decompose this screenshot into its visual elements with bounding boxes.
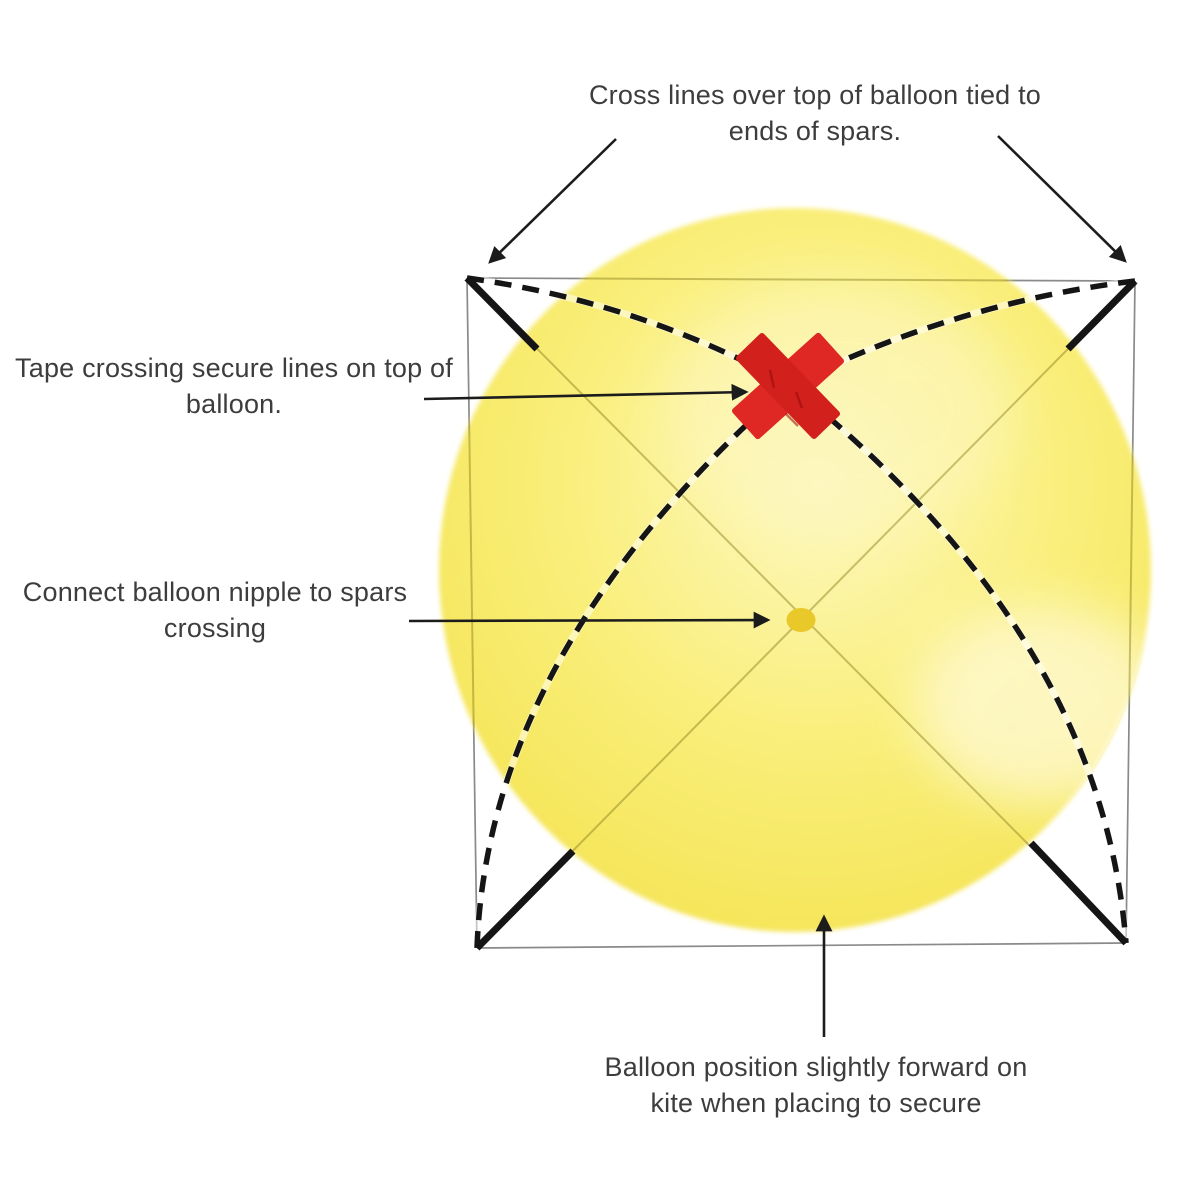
balloon-highlight-right [915, 605, 1151, 805]
caption-tape: Tape crossing secure lines on top of bal… [15, 350, 453, 422]
spar-end-segments [464, 275, 1138, 951]
caption-nipple: Connect balloon nipple to spars crossing [23, 574, 407, 646]
arrow-to-nipple [408, 611, 771, 629]
caption-tape-line2: balloon. [185, 389, 283, 419]
tape-band-2 [735, 333, 841, 439]
balloon [439, 208, 1151, 932]
spar-end-segment-bl [474, 848, 576, 951]
tape-x-mark [732, 332, 844, 440]
cross-line-tr-bl [474, 278, 1136, 949]
caption-position: Balloon position slightly forward on kit… [605, 1049, 1028, 1121]
annotation-arrows [408, 135, 1127, 1037]
spar-end-segment-br [1028, 840, 1129, 946]
spar-end-segment-tr [1065, 278, 1138, 352]
cross-line-tl-br [466, 275, 1129, 944]
caption-cross-lines-line2: ends of spars. [728, 116, 902, 146]
arrow-to-left-spar-end [488, 138, 617, 264]
caption-tape-line1: Tape crossing secure lines on top of [15, 353, 453, 383]
caption-position-line1: Balloon position slightly forward on [604, 1052, 1028, 1082]
arrow-to-right-spar-end [997, 135, 1127, 263]
tape-creases [768, 369, 804, 427]
caption-cross-lines-line1: Cross lines over top of balloon tied to [588, 80, 1042, 110]
caption-nipple-line2: crossing [163, 613, 267, 643]
caption-nipple-line1: Connect balloon nipple to spars [22, 577, 408, 607]
caption-cross-lines: Cross lines over top of balloon tied to … [589, 77, 1041, 149]
balloon-highlight-upper [665, 285, 1015, 535]
cross-lines-over-balloon [466, 274, 1136, 949]
spar-end-segment-tl [464, 275, 540, 352]
caption-position-line2: kite when placing to secure [650, 1088, 982, 1118]
arrow-to-tape [423, 383, 749, 401]
kite-frame-edge-bottom [476, 942, 1127, 949]
balloon-nipple-dot [786, 608, 816, 632]
